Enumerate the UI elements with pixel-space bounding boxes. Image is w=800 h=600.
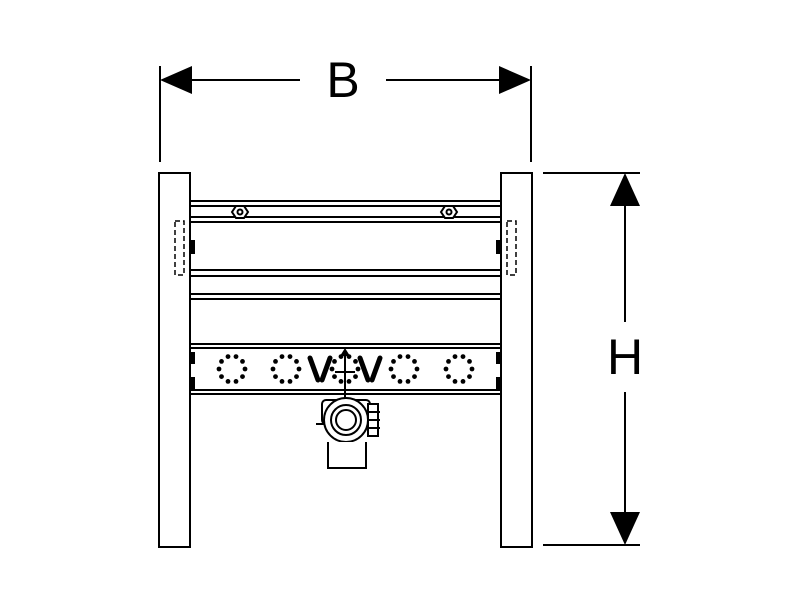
width-arrowhead-left <box>160 66 192 94</box>
plate-hole <box>412 359 417 364</box>
width-label: B <box>326 52 359 108</box>
plate-hole <box>329 366 335 372</box>
plate-hole <box>240 374 245 379</box>
plate-hole <box>460 379 466 384</box>
top-rail-nut-left <box>230 205 250 219</box>
top-rail-nut-hole-left <box>236 208 244 216</box>
left-upper-clamp <box>190 240 195 254</box>
plate-hole <box>233 379 239 384</box>
drain-inner-ring <box>330 404 362 436</box>
plate-hole <box>414 366 420 372</box>
plate-hole <box>469 366 475 372</box>
plate-hole <box>412 374 417 379</box>
plate-hole <box>287 354 293 359</box>
plate-hole <box>353 359 358 364</box>
center-bracket <box>335 348 355 400</box>
plate-hole <box>405 379 411 384</box>
plate-hole <box>270 366 276 372</box>
plate-hole <box>446 374 451 379</box>
plate-hole <box>452 379 458 384</box>
plate-hole <box>219 359 224 364</box>
top-rail-nut-hole-right <box>445 208 453 216</box>
plate-hole <box>467 374 472 379</box>
plate-hole <box>332 359 337 364</box>
plate-hole <box>273 359 278 364</box>
plate-hole <box>460 354 466 359</box>
plate-hole <box>294 374 299 379</box>
drain-fitting <box>316 397 380 469</box>
width-dimension <box>159 66 532 162</box>
plate-hole <box>391 374 396 379</box>
plate-hole <box>397 354 403 359</box>
plate-diagonal-slots <box>307 355 383 383</box>
plate-hole <box>353 374 358 379</box>
left-lower-clamp-top <box>190 352 195 364</box>
height-label: H <box>607 329 643 385</box>
plate-hole <box>233 354 239 359</box>
plate-hole <box>216 366 222 372</box>
plate-hole <box>452 354 458 359</box>
plate-hole <box>287 379 293 384</box>
plate-hole <box>467 359 472 364</box>
plate-hole <box>279 379 285 384</box>
plate-hole <box>279 354 285 359</box>
drain-pipe-opening <box>335 409 357 431</box>
plate-hole <box>346 379 352 384</box>
middle-rails <box>190 269 501 300</box>
plate-hole <box>219 374 224 379</box>
right-lower-clamp-bottom <box>496 377 501 389</box>
top-rail-nut-right <box>439 205 459 219</box>
right-bracket-outline <box>506 220 517 276</box>
plate-hole <box>225 379 231 384</box>
plate-hole <box>338 379 344 384</box>
right-lower-clamp-top <box>496 352 501 364</box>
plate-hole <box>273 374 278 379</box>
plate-hole <box>240 359 245 364</box>
plate-hole <box>225 354 231 359</box>
right-upper-clamp <box>496 240 501 254</box>
plate-hole <box>242 366 248 372</box>
left-bracket-outline <box>174 220 185 276</box>
plate-hole <box>355 366 361 372</box>
plate-hole <box>446 359 451 364</box>
height-arrowhead-top <box>610 173 640 206</box>
height-dimension <box>543 172 640 546</box>
width-arrowhead-right <box>499 66 531 94</box>
plate-hole <box>294 359 299 364</box>
top-rail <box>190 200 501 223</box>
plate-hole <box>332 374 337 379</box>
plate-hole <box>391 359 396 364</box>
plate-hole <box>443 366 449 372</box>
height-arrowhead-bottom <box>610 512 640 545</box>
plate-hole <box>388 366 394 372</box>
plate-hole <box>296 366 302 372</box>
left-lower-clamp-bottom <box>190 377 195 389</box>
left-post <box>158 172 191 548</box>
plate-hole <box>405 354 411 359</box>
drain-outlet-pipe <box>327 442 367 469</box>
plate-hole <box>397 379 403 384</box>
plate-hole-rings <box>216 354 475 384</box>
